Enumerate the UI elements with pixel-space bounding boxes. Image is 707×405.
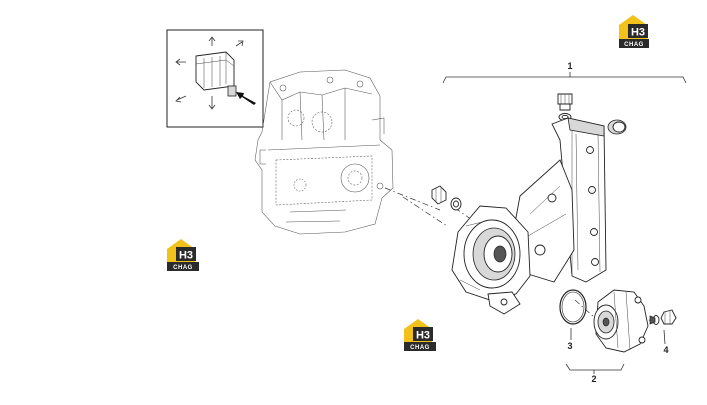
svg-text:H3: H3: [631, 27, 645, 39]
callout-2: 2: [591, 374, 596, 384]
svg-text:CHAG: CHAG: [624, 42, 644, 48]
water-pump: [593, 289, 649, 353]
fitting-washer-left: [450, 197, 462, 211]
callout-1: 1: [567, 61, 572, 71]
leader-lines: [570, 328, 666, 345]
svg-text:H3: H3: [416, 330, 430, 342]
cap-cover: [607, 119, 627, 135]
watermark-logo: H3 CHAG: [167, 239, 199, 271]
svg-text:H3: H3: [179, 250, 193, 262]
watermark-logo: H3 CHAG: [619, 15, 649, 48]
engine-block: [254, 69, 394, 235]
inset-direction-arrows: [175, 36, 244, 110]
watermark-logo: H3 CHAG: [404, 319, 436, 351]
svg-text:CHAG: CHAG: [410, 345, 430, 351]
fitting-bolt-left: [431, 185, 447, 205]
location-inset: [166, 29, 264, 128]
top-plug: [557, 93, 573, 111]
inset-pointer-arrow: [236, 92, 256, 105]
water-pump-housing: [451, 117, 607, 315]
callout-bracket-1: [442, 72, 687, 84]
svg-text:CHAG: CHAG: [173, 265, 193, 271]
bolt-part-4: [649, 309, 677, 325]
callout-3: 3: [567, 341, 572, 351]
o-ring-seal: [559, 289, 587, 325]
callout-bracket-2: [565, 363, 625, 374]
inset-engine-icon: [195, 51, 237, 97]
callout-4: 4: [663, 345, 668, 355]
